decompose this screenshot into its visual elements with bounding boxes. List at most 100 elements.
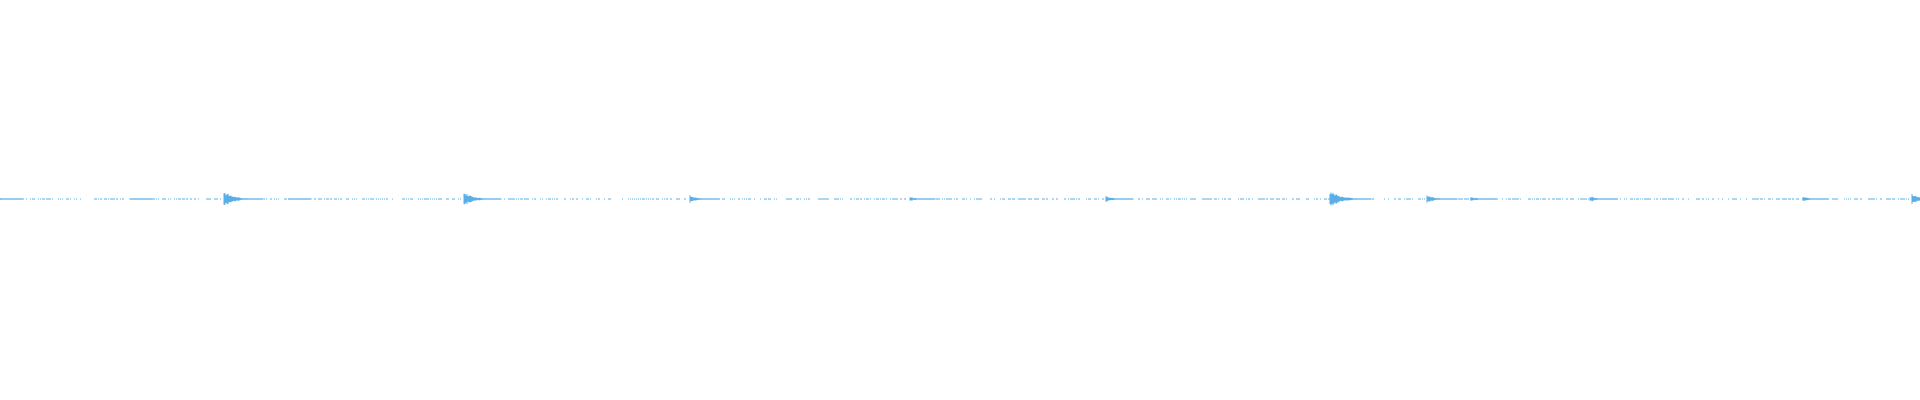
waveform-baseline-sample — [1458, 198, 1460, 200]
waveform-baseline-sample — [790, 198, 792, 200]
waveform-baseline-sample — [1626, 198, 1627, 200]
waveform-baseline-sample — [1718, 198, 1719, 200]
waveform-baseline-sample — [1664, 198, 1666, 200]
waveform-baseline-sample — [1464, 198, 1466, 200]
waveform-baseline-sample — [1246, 198, 1247, 200]
waveform-baseline-sample — [768, 198, 770, 200]
waveform-baseline-sample — [1848, 198, 1849, 200]
waveform-baseline-sample — [1518, 198, 1519, 200]
waveform-baseline-sample — [1510, 198, 1511, 200]
waveform-baseline-sample — [880, 198, 881, 200]
waveform-baseline-sample — [570, 198, 571, 200]
waveform-baseline-sample — [1676, 198, 1677, 200]
waveform-baseline-sample — [622, 198, 623, 200]
waveform-baseline-sample — [742, 198, 743, 200]
waveform-baseline-sample — [1770, 198, 1771, 200]
waveform-baseline-sample — [318, 198, 320, 200]
waveform-baseline-sample — [1876, 198, 1877, 200]
waveform-baseline-sample — [856, 198, 858, 200]
waveform-baseline-sample — [1632, 198, 1633, 200]
waveform-baseline-sample — [1502, 198, 1503, 200]
waveform-baseline-sample — [528, 198, 529, 200]
waveform-baseline-sample — [100, 198, 102, 200]
waveform-transient — [223, 193, 264, 205]
waveform-baseline-sample — [850, 198, 852, 200]
waveform-baseline-sample — [1706, 198, 1707, 200]
waveform-baseline-sample — [1088, 198, 1090, 200]
waveform-baseline-sample — [798, 198, 799, 200]
waveform-baseline-sample — [666, 198, 668, 200]
waveform-baseline-sample — [744, 198, 745, 200]
waveform-baseline-sample — [760, 198, 761, 200]
waveform-baseline-sample — [870, 198, 871, 200]
waveform-baseline-sample — [424, 198, 426, 200]
waveform-baseline-sample — [154, 198, 155, 200]
waveform-baseline-sample — [892, 198, 894, 200]
waveform-baseline-sample — [868, 198, 869, 200]
waveform-baseline-sample — [942, 198, 943, 200]
waveform-baseline-sample — [1756, 198, 1758, 200]
waveform-baseline-sample — [1562, 198, 1563, 200]
waveform-baseline-sample — [804, 198, 805, 200]
waveform-baseline-sample — [1230, 198, 1231, 200]
waveform-baseline-sample — [152, 198, 154, 200]
waveform-baseline-sample — [452, 198, 454, 200]
waveform-baseline-sample — [108, 198, 109, 200]
waveform-baseline-sample — [948, 198, 950, 200]
waveform-baseline-sample — [110, 198, 112, 200]
waveform-transient — [129, 198, 153, 200]
waveform-baseline-sample — [766, 198, 767, 200]
waveform-baseline-sample — [860, 198, 862, 200]
waveform-baseline-sample — [632, 198, 633, 200]
waveform-baseline-sample — [1178, 198, 1180, 200]
waveform-baseline-sample — [74, 198, 75, 200]
waveform-baseline-sample — [120, 198, 121, 200]
waveform-baseline-sample — [1792, 198, 1794, 200]
waveform-baseline-sample — [38, 198, 39, 200]
waveform-baseline-sample — [1786, 198, 1787, 200]
waveform-baseline-sample — [1036, 198, 1038, 200]
waveform-baseline-sample — [76, 198, 77, 200]
waveform-baseline-sample — [1314, 198, 1315, 200]
waveform-baseline-sample — [834, 198, 836, 200]
waveform-baseline-sample — [520, 198, 522, 200]
waveform-baseline-sample — [596, 198, 597, 200]
waveform-baseline-sample — [1638, 198, 1639, 200]
waveform-baseline-sample — [1160, 198, 1161, 200]
waveform-baseline-sample — [48, 198, 50, 200]
waveform-baseline-sample — [1854, 198, 1856, 200]
waveform-baseline-sample — [1670, 198, 1672, 200]
waveform-baseline-sample — [554, 198, 555, 200]
waveform-baseline-sample — [1146, 198, 1148, 200]
waveform-baseline-sample — [1018, 198, 1020, 200]
waveform-baseline-sample — [1292, 198, 1294, 200]
waveform-baseline-sample — [1174, 198, 1175, 200]
waveform-baseline-sample — [722, 198, 724, 200]
waveform-baseline-sample — [460, 198, 461, 200]
waveform-baseline-sample — [1024, 198, 1026, 200]
waveform-baseline-sample — [94, 198, 96, 200]
waveform-baseline-sample — [746, 198, 747, 200]
waveform-baseline-sample — [1554, 198, 1555, 200]
waveform-baseline-sample — [990, 198, 992, 200]
waveform-baseline-sample — [1372, 198, 1374, 200]
waveform-baseline-sample — [1586, 198, 1587, 200]
waveform-baseline-sample — [1014, 198, 1015, 200]
waveform-baseline-sample — [276, 198, 277, 200]
waveform-baseline-sample — [886, 198, 887, 200]
waveform-baseline-sample — [874, 198, 875, 200]
waveform-baseline-sample — [764, 198, 766, 200]
waveform-baseline-sample — [1170, 198, 1171, 200]
waveform-baseline-sample — [900, 198, 902, 200]
waveform-baseline-sample — [882, 198, 884, 200]
waveform-baseline-sample — [432, 198, 433, 200]
waveform-baseline-sample — [1248, 198, 1250, 200]
waveform-baseline-sample — [636, 198, 637, 200]
waveform-baseline-sample — [1412, 198, 1413, 200]
waveform-transient — [0, 198, 23, 200]
waveform-transient — [1470, 197, 1497, 201]
waveform-baseline-sample — [808, 198, 810, 200]
waveform-baseline-sample — [854, 198, 855, 200]
